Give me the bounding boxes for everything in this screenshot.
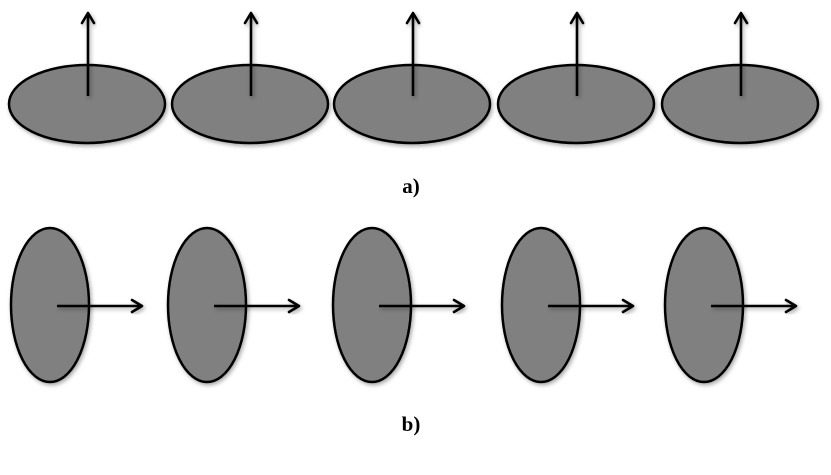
arrow-icon — [405, 11, 421, 96]
arrow-icon — [711, 298, 798, 314]
disk-unit — [660, 11, 820, 145]
disk-unit — [332, 11, 492, 145]
disk-unit — [9, 226, 144, 384]
arrow-icon — [243, 11, 259, 96]
arrow-icon — [569, 11, 585, 96]
panel-a — [7, 11, 820, 145]
panel-b — [9, 226, 798, 384]
arrow-icon — [214, 298, 301, 314]
arrow-icon — [548, 298, 635, 314]
disk-unit — [496, 11, 656, 145]
arrow-icon — [733, 11, 749, 96]
disk-unit — [331, 226, 466, 384]
arrow-icon — [379, 298, 466, 314]
disk-unit — [7, 11, 167, 145]
panel-b-label: b) — [402, 412, 421, 436]
disk-unit — [663, 226, 798, 384]
arrow-icon — [57, 298, 144, 314]
disk-unit — [166, 226, 301, 384]
disk-unit — [170, 11, 330, 145]
arrow-icon — [80, 11, 96, 96]
disk-unit — [500, 226, 635, 384]
panel-a-label: a) — [402, 174, 420, 198]
